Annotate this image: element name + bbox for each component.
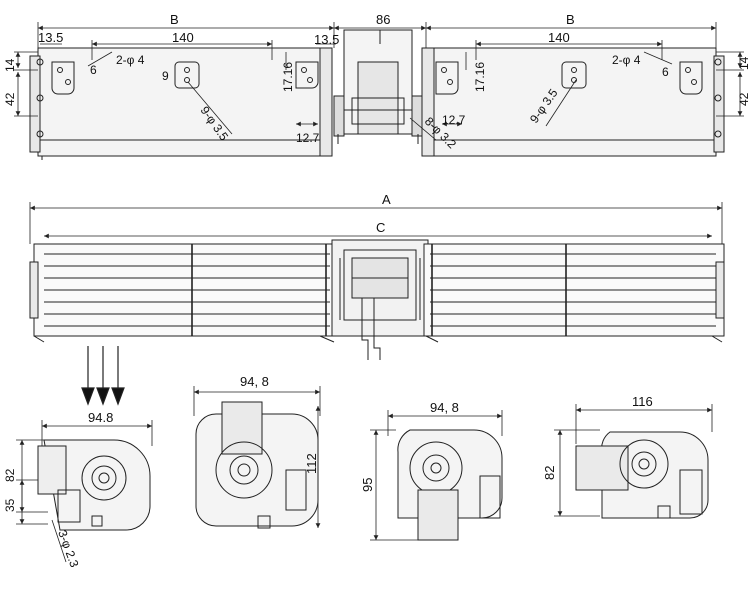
dim-82-a: 82 [3, 468, 17, 482]
top-view: B 86 B 140 140 13.5 13.5 2-φ 4 2-φ 4 6 6… [3, 12, 750, 160]
dim-3phi2-3: 3-φ 2.3 [55, 528, 81, 569]
side-view-4: 116 82 [542, 394, 713, 519]
dim-14-right: 14 [737, 56, 750, 70]
mount-bracket-right [435, 61, 459, 95]
dim-35: 35 [3, 498, 17, 512]
dim-13-5-left: 13.5 [38, 30, 63, 45]
left-housing [29, 47, 333, 160]
dim-12-7-left: 12.7 [296, 131, 320, 145]
dim-C: C [376, 220, 385, 235]
dim-17-16-left: 17.16 [281, 62, 295, 92]
dim-2phi4-left: 2-φ 4 [116, 53, 145, 67]
dim-112: 112 [304, 453, 319, 474]
top-dimensions [14, 22, 744, 141]
dim-94-8-c: 94, 8 [430, 400, 459, 415]
motor-front [331, 239, 429, 360]
dim-42-left: 42 [3, 92, 17, 106]
dim-9: 9 [162, 69, 169, 83]
dim-6-right: 6 [662, 65, 669, 79]
side-view-3: 94, 8 95 [360, 400, 503, 541]
dim-42-right: 42 [737, 92, 750, 106]
dim-116: 116 [632, 394, 653, 409]
right-housing [421, 47, 725, 157]
dim-140-right: 140 [548, 30, 570, 45]
dim-13-5-center: 13.5 [314, 32, 339, 47]
dim-17-16-right: 17.16 [473, 62, 487, 92]
mount-bracket [51, 61, 75, 95]
dim-94-8-b: 94, 8 [240, 374, 269, 389]
dim-A: A [382, 192, 391, 207]
motor-top [333, 29, 423, 144]
dim-B-left: B [170, 12, 179, 27]
airflow-arrows [81, 346, 125, 406]
dim-B-right: B [566, 12, 575, 27]
left-impeller [29, 243, 337, 343]
dim-6-left: 6 [90, 63, 97, 77]
dim-94-8-a: 94.8 [88, 410, 113, 425]
dim-14-left: 14 [3, 58, 17, 72]
dim-2phi4-right: 2-φ 4 [612, 53, 641, 67]
front-view: A C [29, 192, 725, 360]
right-impeller [423, 243, 725, 343]
dim-86: 86 [376, 12, 390, 27]
dim-95: 95 [360, 478, 375, 492]
side-view-2: 94, 8 112 [193, 374, 321, 529]
dim-140-left: 140 [172, 30, 194, 45]
mount-slot [174, 61, 200, 89]
dim-12-7-right: 12.7 [442, 113, 466, 127]
dim-82-b: 82 [542, 466, 557, 480]
side-view-1: 94.8 82 35 3-φ 2.3 [3, 410, 153, 569]
